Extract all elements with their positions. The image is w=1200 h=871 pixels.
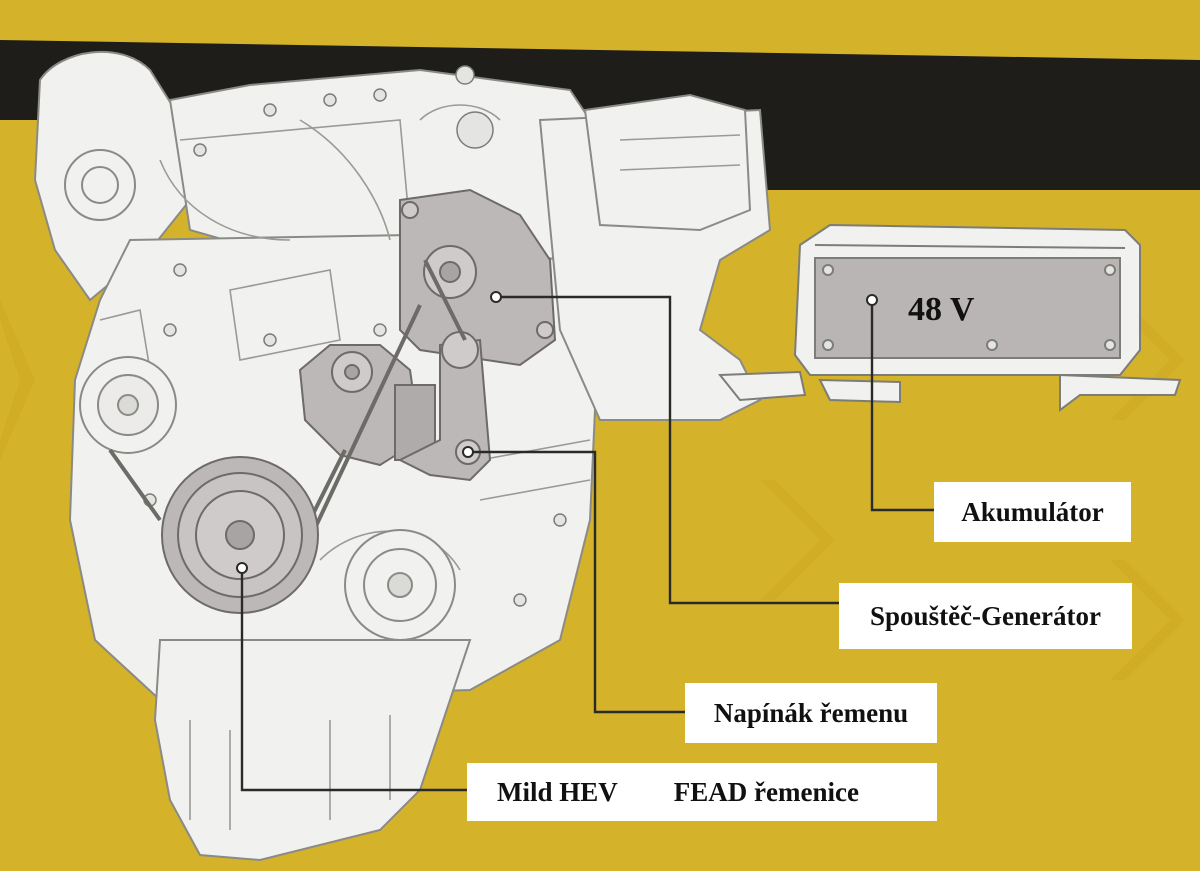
belt-tensioner — [298, 331, 492, 482]
idler-pulley-lower — [344, 529, 456, 641]
leader-dots — [236, 291, 878, 574]
leader-napinak — [468, 450, 685, 714]
battery-48v — [717, 223, 1182, 412]
leader-lines — [240, 295, 934, 792]
leader-fead — [240, 568, 467, 792]
label-mild-hev-text: Mild HEV — [497, 776, 618, 807]
battery-voltage-label: 48 V — [908, 291, 975, 328]
label-spoustec-generator-text: Spouštěč-Generátor — [870, 600, 1101, 631]
label-spoustec-generator: Spouštěč-Generátor — [839, 583, 1132, 649]
leader-akumulator — [870, 300, 934, 512]
engine-bolts — [133, 65, 567, 607]
label-akumulator: Akumulátor — [934, 482, 1131, 542]
label-mild-hev-fead: Mild HEV FEAD řemenice — [467, 763, 937, 821]
crankshaft-pulley — [161, 456, 319, 614]
label-napinak-remenu: Napínák řemenu — [685, 683, 937, 743]
leader-spoustec — [496, 295, 839, 605]
starter-generator — [399, 188, 557, 367]
fead-belt — [108, 259, 467, 561]
water-pump-pulley — [79, 356, 177, 454]
front-cover-pulley — [64, 149, 136, 221]
label-napinak-remenu-text: Napínák řemenu — [713, 697, 909, 728]
label-fead-remenice-text: FEAD řemenice — [673, 776, 859, 807]
label-akumulator-text: Akumulátor — [961, 496, 1104, 527]
engine-details — [99, 104, 741, 830]
